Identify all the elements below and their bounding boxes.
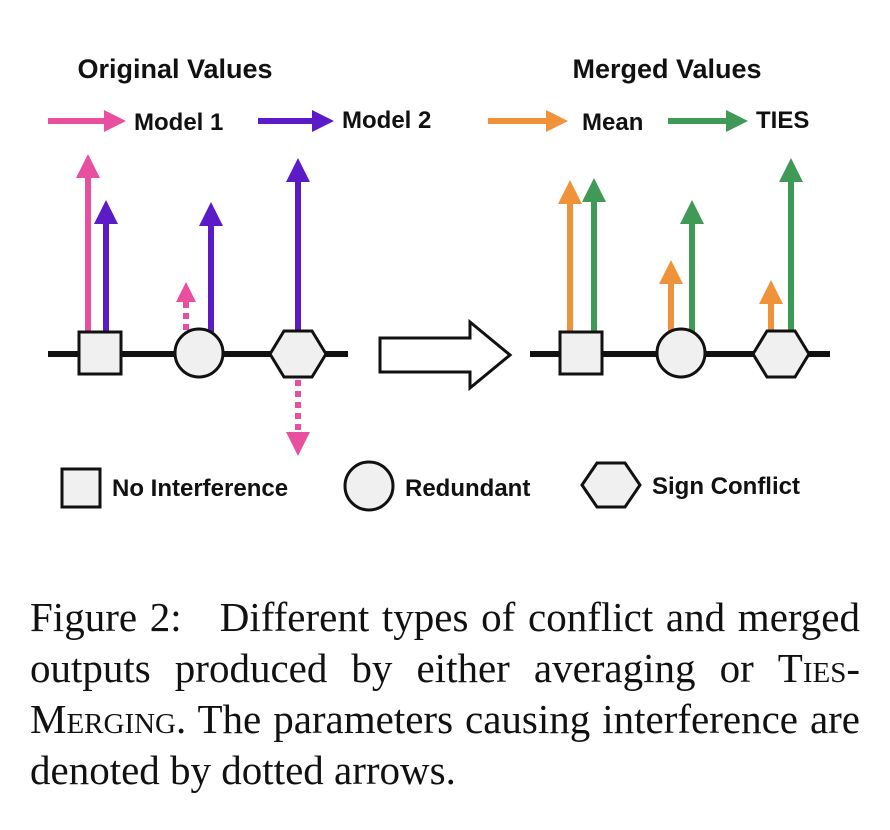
legend-model2: Model 2	[258, 107, 431, 134]
ties-legend-label: TIES	[756, 107, 809, 134]
legend-square-icon	[60, 467, 102, 509]
original-values-title: Original Values	[77, 54, 272, 84]
ties-merging-diagram: Original Values Merged Values Model 1 Mo…	[48, 54, 830, 512]
legend-no-interference-label: No Interference	[112, 475, 288, 502]
orig-p3-model2-arrowhead	[286, 158, 310, 182]
model2-legend-arrowhead	[312, 110, 334, 132]
legend-mean: Mean	[488, 109, 643, 136]
caption-prefix: Figure 2:	[30, 594, 182, 640]
model1-legend-arrowhead	[104, 110, 126, 132]
merged-p1-mean-arrowhead	[558, 180, 582, 204]
transition-arrow	[378, 318, 513, 392]
orig-p1-model2-arrowhead	[94, 200, 118, 224]
merged-values-title: Merged Values	[572, 54, 761, 84]
legend-model1: Model 1	[48, 109, 223, 136]
orig-p2-model2-arrowhead	[199, 202, 223, 226]
model2-legend-label: Model 2	[342, 107, 431, 134]
merged-p3-ties-arrowhead	[779, 158, 803, 182]
merged-p2-ties-arrowhead	[680, 200, 704, 224]
orig-p3-model1-arrowhead	[286, 432, 310, 456]
merged-p3-mean-arrowhead	[759, 280, 783, 304]
caption-text-1: Different types of conflict and merged o…	[30, 594, 861, 691]
orig-p2-model1-arrowhead	[176, 282, 196, 302]
orig-sign-conflict-hexagon	[268, 329, 328, 379]
legend-circle-icon	[343, 460, 395, 512]
mean-legend-label: Mean	[582, 109, 643, 136]
model1-legend-label: Model 1	[134, 109, 223, 136]
legend-hexagon-icon	[580, 461, 642, 509]
merged-sign-conflict-hexagon	[751, 329, 811, 379]
merged-p2-mean-arrowhead	[659, 260, 683, 284]
caption-text-2: . The parameters causing interference ar…	[30, 696, 860, 793]
merged-p1-ties-arrowhead	[582, 178, 606, 202]
figure-caption: Figure 2: Different types of conflict an…	[30, 592, 860, 796]
orig-redundant-circle	[173, 327, 225, 379]
orig-p1-model1-arrowhead	[76, 154, 100, 178]
legend-sign-conflict-label: Sign Conflict	[652, 473, 800, 500]
mean-legend-arrowhead	[546, 110, 568, 132]
ties-legend-arrowhead	[726, 110, 748, 132]
merged-no-interference-square	[558, 330, 604, 376]
caption-ties-merging: Ties-Merging	[30, 645, 860, 742]
legend-redundant-label: Redundant	[405, 475, 530, 502]
orig-no-interference-square	[77, 330, 123, 376]
legend-ties: TIES	[668, 107, 809, 134]
merged-redundant-circle	[655, 327, 707, 379]
